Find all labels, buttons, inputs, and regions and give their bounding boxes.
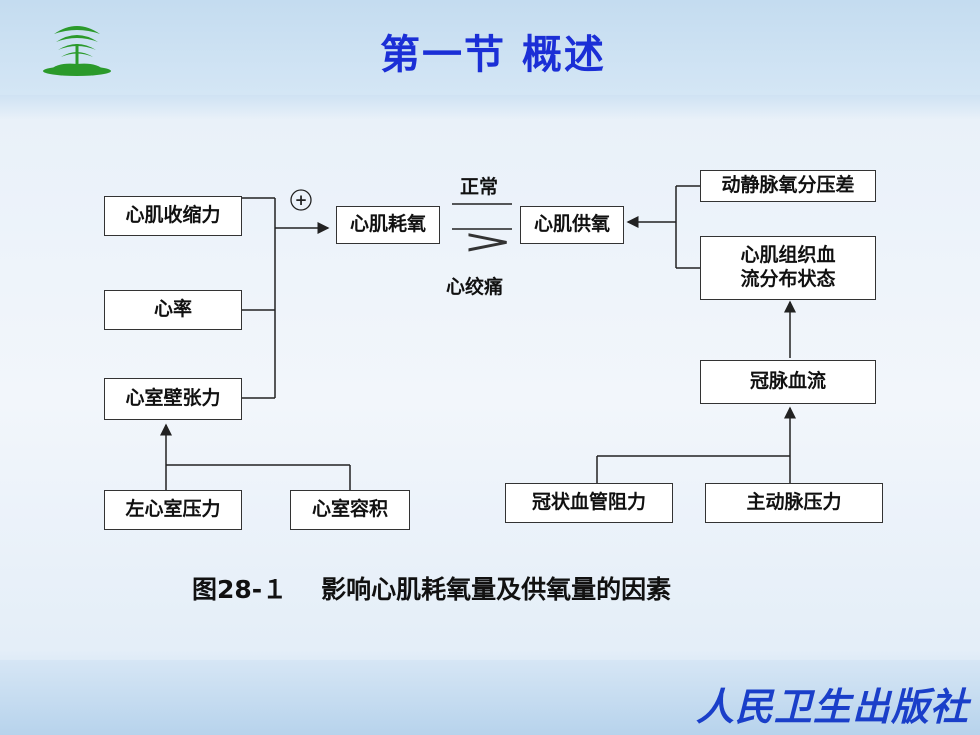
node-coronary-flow: 冠脉血流 [700,360,876,404]
plant-logo-icon [43,26,111,76]
label-greater-than: > [462,222,514,262]
label-normal: 正常 [460,176,499,198]
node-ventricular-volume: 心室容积 [290,490,410,530]
node-oxygen-consumption: 心肌耗氧 [336,206,440,244]
plus-circle-icon [290,189,312,211]
node-av-oxygen-diff: 动静脉氧分压差 [700,170,876,202]
node-heart-rate: 心率 [104,290,242,330]
plus-sign: + [295,191,308,209]
label-angina: 心绞痛 [446,276,504,298]
node-oxygen-supply: 心肌供氧 [520,206,624,244]
node-aortic-pressure: 主动脉压力 [705,483,883,523]
page-title: 第一节 概述 [380,32,606,78]
node-contractility: 心肌收缩力 [104,196,242,236]
node-coronary-resistance: 冠状血管阻力 [505,483,673,523]
header-band [0,0,980,95]
node-tissue-flow: 心肌组织血 流分布状态 [700,236,876,300]
tissue-flow-line1: 心肌组织血 [740,244,836,267]
footer-band [0,660,980,735]
node-wall-tension: 心室壁张力 [104,378,242,420]
node-lv-pressure: 左心室压力 [104,490,242,530]
figure-caption-text: 影响心肌耗氧量及供氧量的因素 [321,575,672,604]
publisher-logo-text: 人民卫生出版社 [696,684,970,729]
figure-caption: 图28-１ 影响心肌耗氧量及供氧量的因素 [192,570,705,606]
tissue-flow-line2: 流分布状态 [740,268,836,290]
figure-number: 图28-１ [192,575,288,604]
